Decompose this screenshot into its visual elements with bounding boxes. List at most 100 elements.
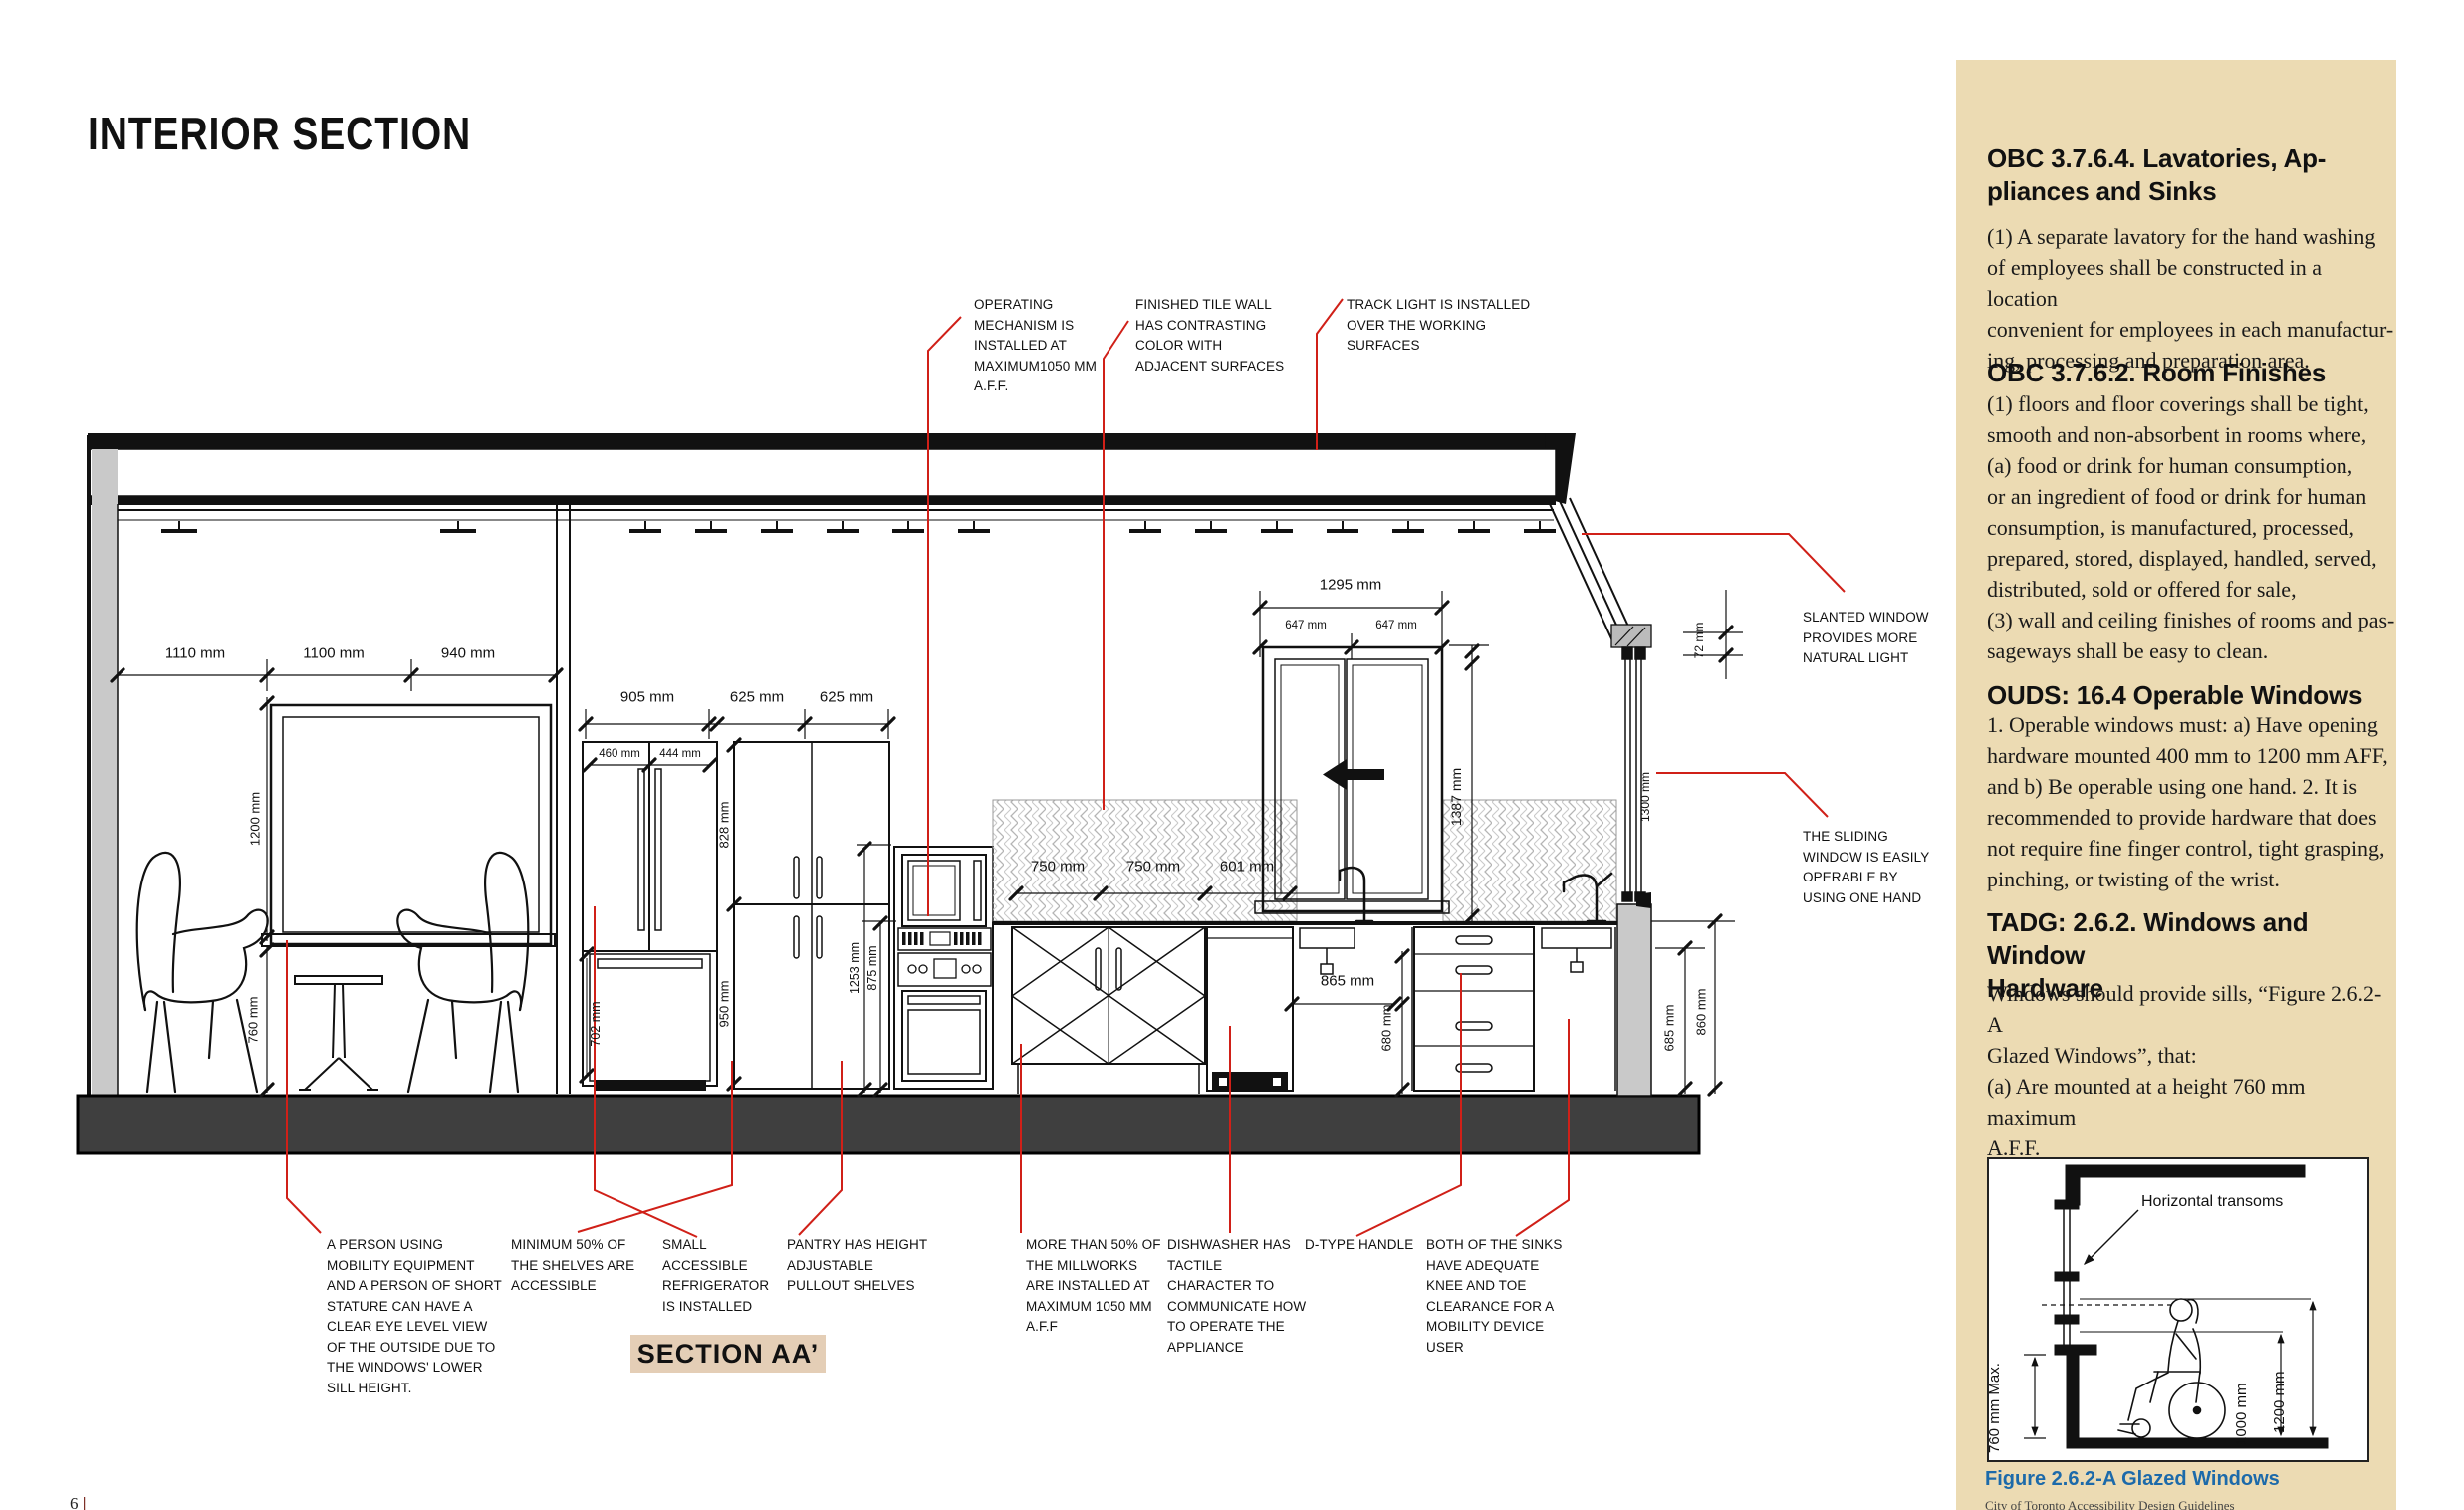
annotation-line: IS INSTALLED	[662, 1298, 753, 1314]
dim-label: 860 mm	[1693, 988, 1709, 1036]
glazed-windows-figure: Horizontal transoms 760 mm Max. 1000 mm …	[1986, 1157, 2369, 1462]
code-section-body: (1) floors and floor coverings shall be …	[1987, 388, 2394, 666]
annotation-line: COMMUNICATE HOW	[1167, 1298, 1307, 1314]
slide-direction-arrow-icon	[1323, 759, 1384, 790]
annotation-line: A PERSON USING	[327, 1237, 443, 1252]
body-line: (3) wall and ceiling finishes of rooms a…	[1987, 608, 2395, 632]
body-line: of employees shall be constructed in a l…	[1987, 255, 2323, 311]
annotation-line: ACCESSIBLE	[511, 1278, 597, 1293]
annotation-line: USING ONE HAND	[1803, 889, 1922, 905]
annotation-line: INSTALLED AT	[974, 338, 1067, 353]
dim-label: 647 mm	[1285, 620, 1327, 631]
annotation-line: KNEE AND TOE	[1426, 1278, 1527, 1293]
body-line: recommended to provide hardware that doe…	[1987, 805, 2377, 830]
tall-window-right	[1621, 646, 1646, 902]
annotation-line: ARE INSTALLED AT	[1026, 1278, 1150, 1293]
section-label-text: SECTION AA’	[636, 1338, 820, 1369]
floor-slab	[76, 1094, 1701, 1155]
annotation-line: PULLOUT SHELVES	[787, 1278, 915, 1293]
body-line: Windows should provide sills, “Figure 2.…	[1987, 981, 2382, 1037]
glazed-windows-figure-drawing	[2024, 1164, 2329, 1449]
fig-dim-1000: 1000 mm	[2233, 1383, 2250, 1445]
dim-label: 865 mm	[1320, 972, 1375, 990]
annotation-line: CHARACTER TO	[1167, 1278, 1275, 1293]
annotation-line: THE SLIDING	[1803, 829, 1888, 844]
fig-dim-1200: 1200 mm	[2271, 1371, 2288, 1433]
annotation-line: PROVIDES MORE	[1803, 629, 1918, 645]
annotation-line: COLOR WITH	[1135, 338, 1223, 353]
annotation-line: TACTILE	[1167, 1257, 1223, 1273]
body-line: sageways shall be easy to clean.	[1987, 638, 2269, 663]
annotation-line: D-TYPE HANDLE	[1305, 1237, 1414, 1252]
dim-label: 950 mm	[716, 980, 732, 1028]
annotation-line: REFRIGERATOR	[662, 1278, 770, 1293]
wheelchair-user-icon	[2117, 1298, 2226, 1439]
dim-label: 601 mm	[1219, 858, 1275, 876]
annotation-line: CLEAR EYE LEVEL VIEW	[327, 1319, 488, 1334]
annotation-line: OVER THE WORKING	[1347, 317, 1487, 333]
faucet-left-icon	[1338, 866, 1374, 923]
annotation-line: BOTH OF THE SINKS	[1426, 1237, 1563, 1252]
heading-line: OBC 3.7.6.4. Lavatories, Ap-	[1987, 143, 2327, 173]
annotation-line: USER	[1426, 1339, 1464, 1355]
slanted-window	[1549, 497, 1652, 648]
annotation-line: STATURE CAN HAVE A	[327, 1298, 473, 1314]
annotation-line: TRACK LIGHT IS INSTALLED	[1347, 297, 1531, 312]
annotation-line: AND A PERSON OF SHORT	[327, 1278, 502, 1293]
dim-label: 940 mm	[440, 644, 496, 662]
annotation-line: SLANTED WINDOW	[1803, 610, 1929, 625]
body-line: 1. Operable windows must: a) Have openin…	[1987, 712, 2378, 737]
annotation-line: OPERATING	[974, 297, 1054, 312]
page-number-text: 6	[70, 1494, 79, 1510]
annotation-line: A.F.F	[1026, 1319, 1059, 1334]
annotation-line: FINISHED TILE WALL	[1135, 297, 1272, 312]
tile-backsplash	[992, 799, 1617, 922]
annotation-line: MOBILITY EQUIPMENT	[327, 1257, 475, 1273]
dim-label: 875 mm	[865, 945, 879, 991]
annotation-line: MAXIMUM 1050 MM	[1026, 1298, 1152, 1314]
page-number-divider: |	[82, 1494, 87, 1510]
body-line: (a) food or drink for human consumption,	[1987, 453, 2353, 478]
annotation-line: PANTRY HAS HEIGHT	[787, 1237, 928, 1252]
ceiling-structure	[87, 433, 1576, 521]
heading-line: pliances and Sinks	[1987, 176, 2217, 206]
annotation-line: THE WINDOWS' LOWER	[327, 1360, 483, 1375]
annotation-line: WINDOW IS EASILY	[1803, 849, 1930, 865]
walls	[87, 435, 571, 1153]
dimension-ticks	[110, 600, 1734, 1098]
dim-label: 828 mm	[716, 801, 732, 849]
annotation-track-light: TRACK LIGHT IS INSTALLED OVER THE WORKING…	[1347, 295, 1530, 357]
dim-label: 1100 mm	[303, 644, 365, 662]
body-line: (1) floors and floor coverings shall be …	[1987, 391, 2369, 416]
body-line: (a) Are mounted at a height 760 mm maxim…	[1987, 1074, 2306, 1130]
annotation-line: MINIMUM 50% OF	[511, 1237, 626, 1252]
annotation-person-mobility: A PERSON USING MOBILITY EQUIPMENT AND A PE…	[327, 1235, 502, 1398]
heading-line: Hardware	[1987, 973, 2103, 1003]
body-line: or an ingredient of food or drink for hu…	[1987, 484, 2367, 509]
annotation-line: OF THE OUTSIDE DUE TO	[327, 1339, 496, 1355]
base-cabinet-x	[1010, 926, 1207, 1094]
dimension-lines	[110, 590, 1743, 1098]
annotation-line: TO OPERATE THE	[1167, 1319, 1285, 1334]
annotation-line: A.F.F.	[974, 378, 1009, 393]
dim-label: 625 mm	[819, 688, 874, 706]
dim-label: 750 mm	[1125, 858, 1181, 876]
annotation-line: NATURAL LIGHT	[1803, 650, 1909, 665]
pantry-cabinet	[733, 741, 890, 1090]
code-section-heading: OUDS: 16.4 Operable Windows	[1987, 679, 2362, 712]
dim-label: 647 mm	[1375, 620, 1417, 631]
code-section-body: Windows should provide sills, “Figure 2.…	[1987, 978, 2396, 1163]
annotation-line: MAXIMUM1050 MM	[974, 358, 1097, 374]
annotation-line: CLEARANCE FOR A	[1426, 1298, 1555, 1314]
page-title: INTERIOR SECTION	[88, 107, 472, 159]
dim-label: 750 mm	[1030, 858, 1086, 876]
body-line: distributed, sold or offered for sale,	[1987, 577, 2297, 602]
